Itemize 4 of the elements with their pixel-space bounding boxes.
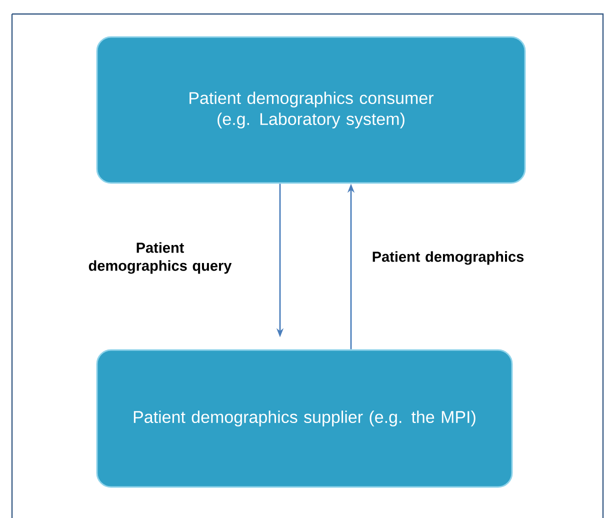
process-box: Patient demographics consumer (e.g. Laboratory system) bbox=[96, 36, 526, 184]
edge-label: Patient demographics bbox=[372, 251, 524, 265]
process-box: Patient demographics supplier (e.g. the MPI) bbox=[96, 349, 513, 488]
edge-label: Patient demographics query bbox=[88, 242, 232, 274]
